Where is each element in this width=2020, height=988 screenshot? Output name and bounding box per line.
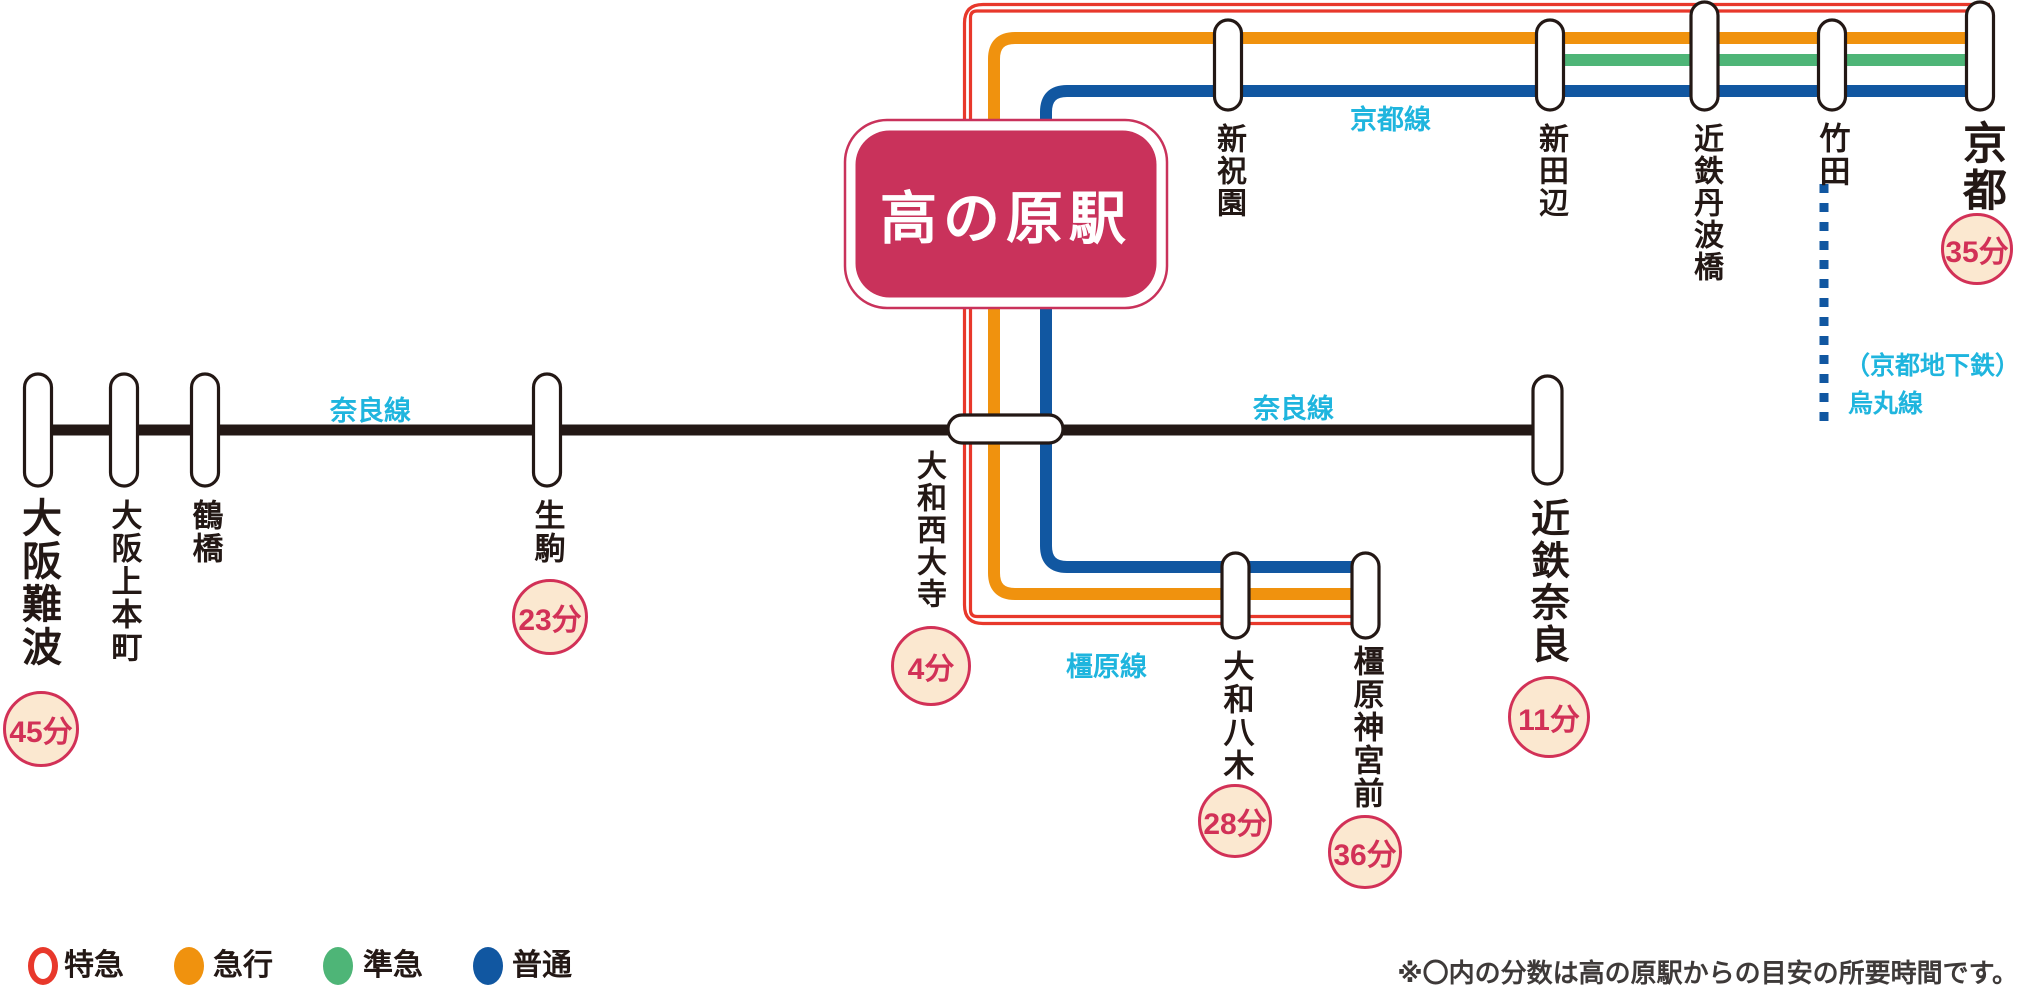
- station-label-tsuruhashi: 鶴橋: [187, 499, 223, 565]
- time-note: ※〇内の分数は高の原駅からの目安の所要時間です。: [1397, 958, 2018, 988]
- time-badge-ikoma: 23分: [512, 579, 588, 655]
- station-label-osaka-uehommachi: 大阪上本町: [106, 499, 142, 664]
- legend-local-label: 普通: [512, 949, 572, 982]
- time-badge-yamato-yagi: 28分: [1198, 784, 1272, 858]
- station-label-osaka-namba: 大阪難波: [16, 497, 60, 669]
- legend-local-icon: [473, 947, 503, 985]
- station-label-takeda: 竹田: [1814, 122, 1850, 188]
- time-badge-kintetsu-nara: 11分: [1508, 676, 1590, 758]
- station-marker-osaka-uehommachi: [108, 372, 140, 488]
- takanohara-badge-fill: [855, 130, 1157, 298]
- time-badge-osaka-namba: 45分: [3, 691, 79, 767]
- station-marker-kintetsu-nara: [1531, 374, 1564, 486]
- karasuma-line-label: 烏丸線: [1848, 390, 1924, 418]
- karasuma-line-operator-label: （京都地下鉄）: [1845, 352, 2020, 380]
- legend-semi-express-label: 準急: [363, 949, 423, 982]
- station-marker-kyoto: [1964, 0, 1996, 112]
- kyoto-line-label: 京都線: [1350, 105, 1431, 135]
- nara-line-label-right: 奈良線: [1253, 394, 1334, 424]
- takanohara-station-badge-label: 高の原駅: [880, 187, 1132, 251]
- time-badge-yamato-saidaiji: 4分: [891, 626, 971, 706]
- station-marker-kintetsu-tambabashi: [1689, 0, 1720, 112]
- station-label-kyoto: 京都: [1956, 120, 2005, 214]
- station-label-shin-tanabe: 新田辺: [1534, 123, 1567, 219]
- station-label-yamato-yagi: 大和八木: [1218, 650, 1254, 782]
- station-marker-yamato-saidaiji: [946, 413, 1065, 445]
- express-line-path: [988, 32, 1990, 600]
- station-label-kintetsu-tambabashi: 近鉄丹波橋: [1689, 123, 1722, 283]
- station-marker-yamato-yagi: [1220, 551, 1251, 640]
- kashihara-line-label: 橿原線: [1066, 652, 1147, 682]
- station-label-ikoma: 生駒: [529, 499, 565, 565]
- time-badge-kyoto: 35分: [1941, 213, 2013, 285]
- nara-line-label-left: 奈良線: [330, 396, 411, 426]
- legend-express-icon: [174, 947, 204, 985]
- legend-limited-express-label: 特急: [64, 949, 124, 982]
- station-marker-ikoma: [531, 372, 563, 488]
- limited-express-line-outer-path: [962, 2, 1990, 626]
- legend-express-label: 急行: [213, 949, 273, 982]
- station-marker-takeda: [1816, 18, 1848, 112]
- time-badge-kashiharajingu-mae: 36分: [1328, 815, 1402, 889]
- legend-limited-express-icon: [28, 947, 58, 985]
- station-label-yamato-saidaiji: 大和西大寺: [912, 450, 945, 610]
- station-marker-shin-hosono: [1212, 18, 1244, 112]
- station-marker-kashiharajingu-mae: [1350, 551, 1381, 640]
- limited-express-line-inner-path: [968, 9, 1990, 619]
- station-label-shin-hosono: 新祝園: [1212, 123, 1245, 219]
- legend-semi-express-icon: [323, 947, 353, 985]
- local-line-path: [1040, 85, 1990, 573]
- station-label-kintetsu-nara: 近鉄奈良: [1525, 498, 1569, 666]
- station-label-kashiharajingu-mae: 橿原神宮前: [1348, 645, 1384, 810]
- station-marker-shin-tanabe: [1534, 18, 1566, 112]
- station-marker-osaka-namba: [22, 372, 54, 488]
- station-marker-tsuruhashi: [189, 372, 221, 488]
